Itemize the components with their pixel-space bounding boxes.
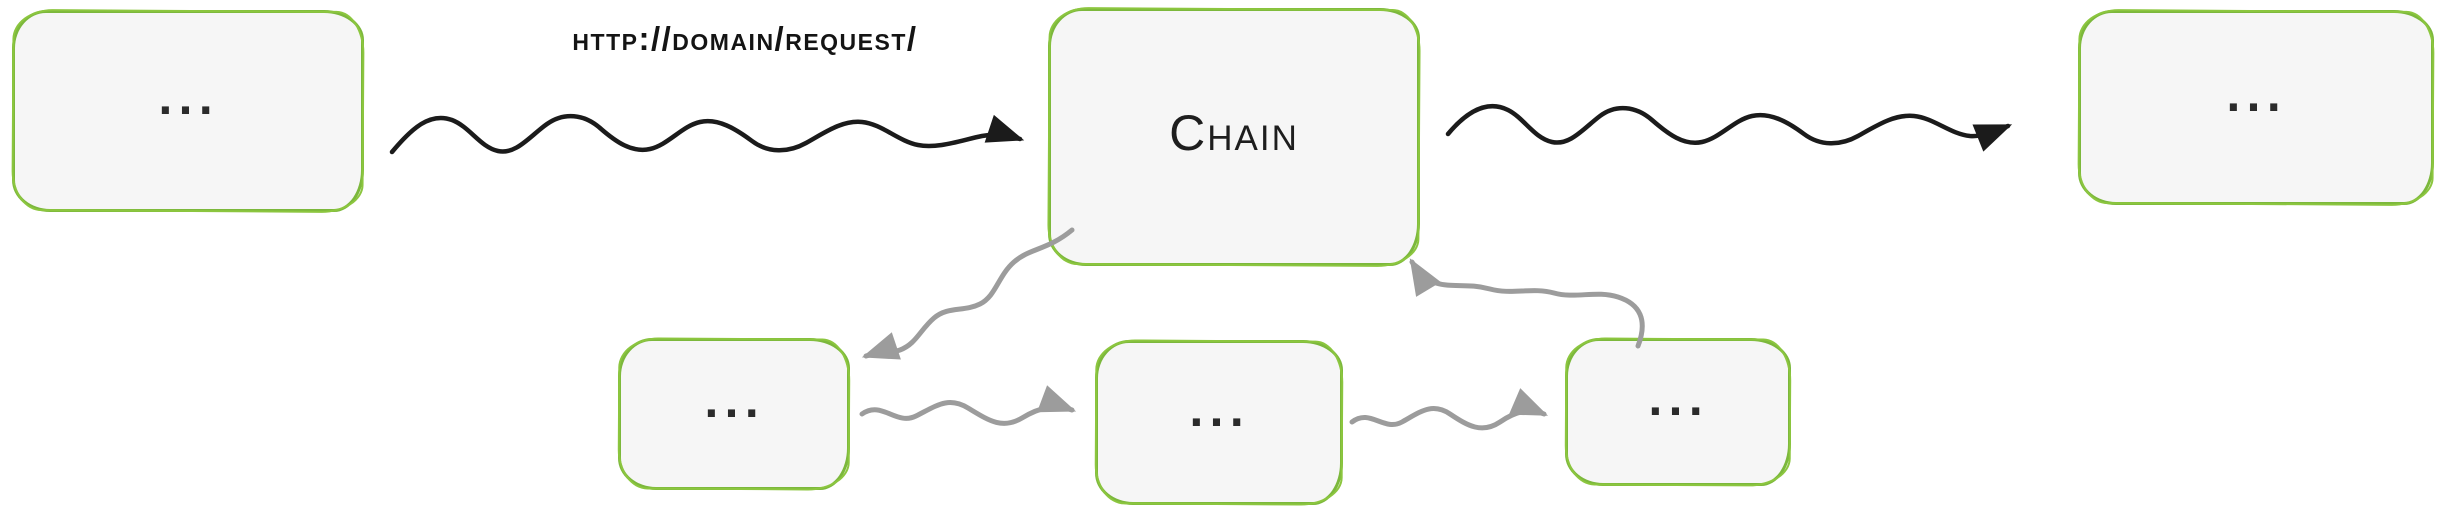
node-right-label: ... bbox=[2225, 74, 2287, 121]
middleware3-to-chain-arrow bbox=[1409, 258, 1645, 349]
node-left-box: ... bbox=[12, 10, 364, 212]
node-middleware3-label: ... bbox=[1647, 379, 1709, 425]
request-arrow bbox=[389, 114, 1025, 155]
node-chain-box: Chain bbox=[1048, 8, 1420, 266]
node-chain-label: Chain bbox=[1169, 105, 1299, 161]
node-middleware2-box: ... bbox=[1095, 340, 1343, 505]
response-arrow bbox=[1445, 103, 2013, 152]
chain-to-middleware1-arrow bbox=[861, 227, 1075, 360]
middleware2-to-middleware3-arrow bbox=[1349, 388, 1549, 431]
middleware1-to-middleware2-arrow bbox=[859, 385, 1077, 426]
node-middleware2-label: ... bbox=[1188, 389, 1250, 436]
node-middleware1-label: ... bbox=[703, 381, 765, 427]
node-middleware1-box: ... bbox=[618, 338, 850, 490]
node-middleware3-box: ... bbox=[1565, 338, 1791, 486]
node-right-box: ... bbox=[2078, 10, 2434, 205]
node-left-label: ... bbox=[157, 78, 219, 124]
request-url-label: http://domain/request/ bbox=[572, 20, 918, 57]
